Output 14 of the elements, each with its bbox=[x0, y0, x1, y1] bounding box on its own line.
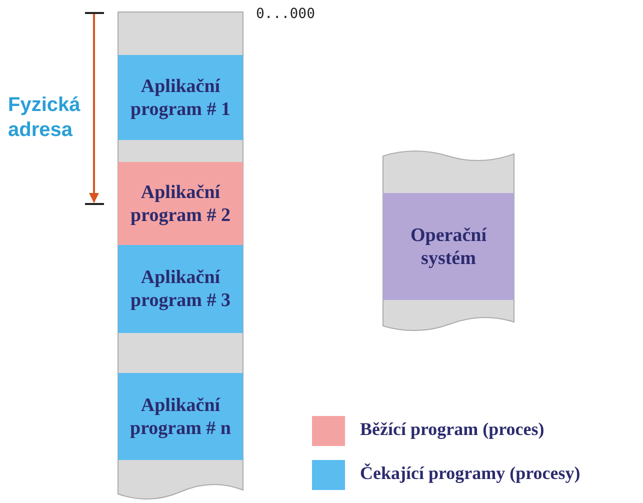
memory-segment bbox=[383, 193, 514, 300]
legend-text: Běžící program (proces) bbox=[360, 419, 544, 440]
segment-label: Aplikační program # 1 bbox=[130, 74, 232, 120]
segment-label: Aplikační program # 2 bbox=[130, 180, 232, 226]
memory-segment bbox=[118, 55, 243, 140]
segment-label: Operační systém bbox=[410, 224, 488, 270]
address-label: 0...000 bbox=[256, 6, 316, 22]
segment-label: Aplikační program # 3 bbox=[130, 266, 232, 312]
memory-segment bbox=[118, 162, 243, 245]
legend-text: Čekající programy (procesy) bbox=[360, 463, 580, 484]
memory-segment bbox=[118, 373, 243, 460]
axis-label: Fyzická adresa bbox=[8, 93, 80, 143]
segment-label: Aplikační program # n bbox=[129, 394, 232, 440]
memory-segment bbox=[118, 245, 243, 333]
